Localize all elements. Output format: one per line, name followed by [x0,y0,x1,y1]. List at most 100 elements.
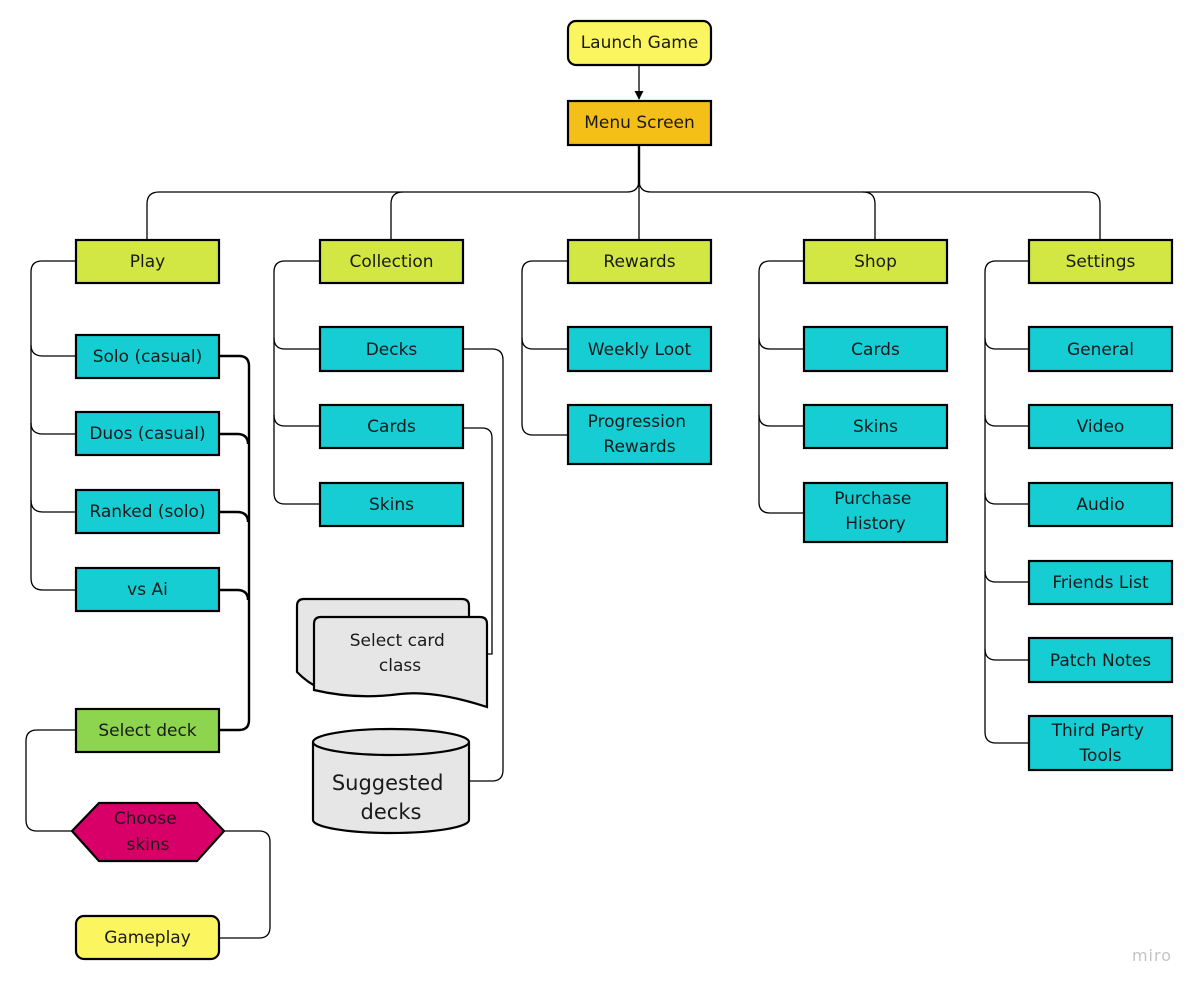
connector-play-ranked [30,499,75,513]
node-settings[interactable]: Settings [1027,238,1174,285]
node-duos-casual-label: Duos (casual) [89,424,205,444]
node-settings-video-shape [1027,403,1174,450]
node-settings-audio-label: Audio [1076,495,1124,515]
node-ranked-solo-label: Ranked (solo) [89,502,205,522]
node-purchase-history[interactable]: Purchase History [802,481,949,544]
connector-menu-bus-collection [390,191,404,239]
node-collection-shape [318,238,465,285]
connector-shop-items [758,260,804,514]
connector-rewards-items [521,260,567,436]
node-menu-screen-shape [566,99,713,147]
node-rewards-shape [566,238,713,285]
node-solo-casual[interactable]: Solo (casual) [74,333,221,380]
node-settings-friends-list[interactable]: Friends List [1027,559,1174,606]
node-collection-cards[interactable]: Cards [318,403,465,450]
node-settings-video-label: Video [1077,417,1125,437]
node-launch-game-label: Launch Game [581,33,699,53]
node-gameplay-shape [74,914,221,961]
node-solo-casual-shape [74,333,221,380]
node-settings-general[interactable]: General [1027,325,1174,373]
connector-settings-items [984,260,1028,744]
connector-select-deck-to-skins [25,729,75,832]
node-suggested-decks-line-1: Suggested [332,771,444,795]
node-collection-skins[interactable]: Skins [318,481,465,528]
connector-menu-bus-shop [862,191,876,239]
connector-shop-cards [758,337,804,350]
connector-menu-bus-right [638,179,1101,239]
node-vs-ai[interactable]: vs Ai [74,566,221,613]
node-duos-casual[interactable]: Duos (casual) [74,410,221,457]
node-progression-rewards[interactable]: Progression Rewards [566,403,713,466]
connector-play-items [30,260,75,591]
node-weekly-loot-label: Weekly Loot [588,340,692,360]
connector-decks-to-suggested [463,348,504,782]
node-select-card-class-front-shape [312,615,489,709]
node-settings-patch-notes-label: Patch Notes [1050,651,1151,671]
node-shop-label: Shop [854,252,897,272]
node-choose-skins-shape [70,801,226,863]
node-collection-decks-shape [318,325,465,373]
node-shop-cards-shape [802,325,949,373]
connector-menu-bus-left [146,179,640,239]
node-settings-general-label: General [1067,340,1134,360]
node-play[interactable]: Play [74,238,221,285]
node-select-card-class-line-2: class [379,656,421,676]
node-suggested-decks-line-2: decks [361,800,422,824]
node-shop-skins-label: Skins [853,417,898,437]
connector-settings-patch [984,648,1028,661]
node-settings-general-shape [1027,325,1174,373]
node-shop-cards[interactable]: Cards [802,325,949,373]
node-progression-rewards-shape [566,403,713,466]
connector-shop-skins [758,414,804,427]
node-shop-skins[interactable]: Skins [802,403,949,450]
node-choose-skins-line-2: skins [126,835,169,855]
connector-duos-to-bus [219,432,250,445]
node-suggested-decks-label: Suggested decks [332,771,450,824]
node-suggested-decks-body-shape [311,742,471,835]
connector-rewards-weekly [521,337,567,350]
node-shop[interactable]: Shop [802,238,949,285]
node-choose-skins-label: Choose skins [114,809,182,855]
node-select-deck[interactable]: Select deck [74,707,221,754]
node-settings-third-party-tools[interactable]: Third Party Tools [1027,714,1174,772]
node-settings-third-party-tools-shape [1027,714,1174,772]
node-collection-decks-label: Decks [366,340,418,360]
node-vs-ai-shape [74,566,221,613]
node-select-card-class[interactable]: Select card class [295,597,489,709]
connector-modes-to-select-deck [219,354,251,732]
connectors [25,66,1101,939]
node-rewards[interactable]: Rewards [566,238,713,285]
node-purchase-history-line-1: Purchase [834,489,911,509]
node-collection-decks[interactable]: Decks [318,325,465,373]
node-shop-skins-shape [802,403,949,450]
node-ranked-solo[interactable]: Ranked (solo) [74,488,221,535]
node-settings-video[interactable]: Video [1027,403,1174,450]
node-weekly-loot-shape [566,325,713,373]
connector-settings-general [984,337,1028,350]
node-menu-screen[interactable]: Menu Screen [566,99,713,147]
node-settings-patch-notes[interactable]: Patch Notes [1027,636,1174,684]
node-collection[interactable]: Collection [318,238,465,285]
connector-settings-video [984,414,1028,427]
node-weekly-loot[interactable]: Weekly Loot [566,325,713,373]
node-launch-game[interactable]: Launch Game [566,19,713,67]
node-gameplay-label: Gameplay [104,928,191,948]
node-progression-rewards-line-1: Progression [588,412,686,432]
node-choose-skins[interactable]: Choose skins [70,801,226,863]
node-collection-cards-shape [318,403,465,450]
node-progression-rewards-line-2: Rewards [603,437,675,457]
miro-watermark: miro [1132,946,1172,965]
node-settings-friends-list-label: Friends List [1052,573,1149,593]
node-collection-cards-label: Cards [367,417,416,437]
connector-play-solo [30,344,75,357]
node-suggested-decks[interactable]: Suggested decks [311,727,471,835]
node-purchase-history-shape [802,481,949,544]
node-suggested-decks-top-shape [311,727,471,757]
node-settings-audio[interactable]: Audio [1027,481,1174,528]
node-settings-third-party-tools-line-1: Third Party [1051,721,1144,741]
node-play-label: Play [130,252,165,272]
node-gameplay[interactable]: Gameplay [74,914,221,961]
node-select-deck-label: Select deck [98,721,196,741]
connector-collection-items [273,260,319,505]
